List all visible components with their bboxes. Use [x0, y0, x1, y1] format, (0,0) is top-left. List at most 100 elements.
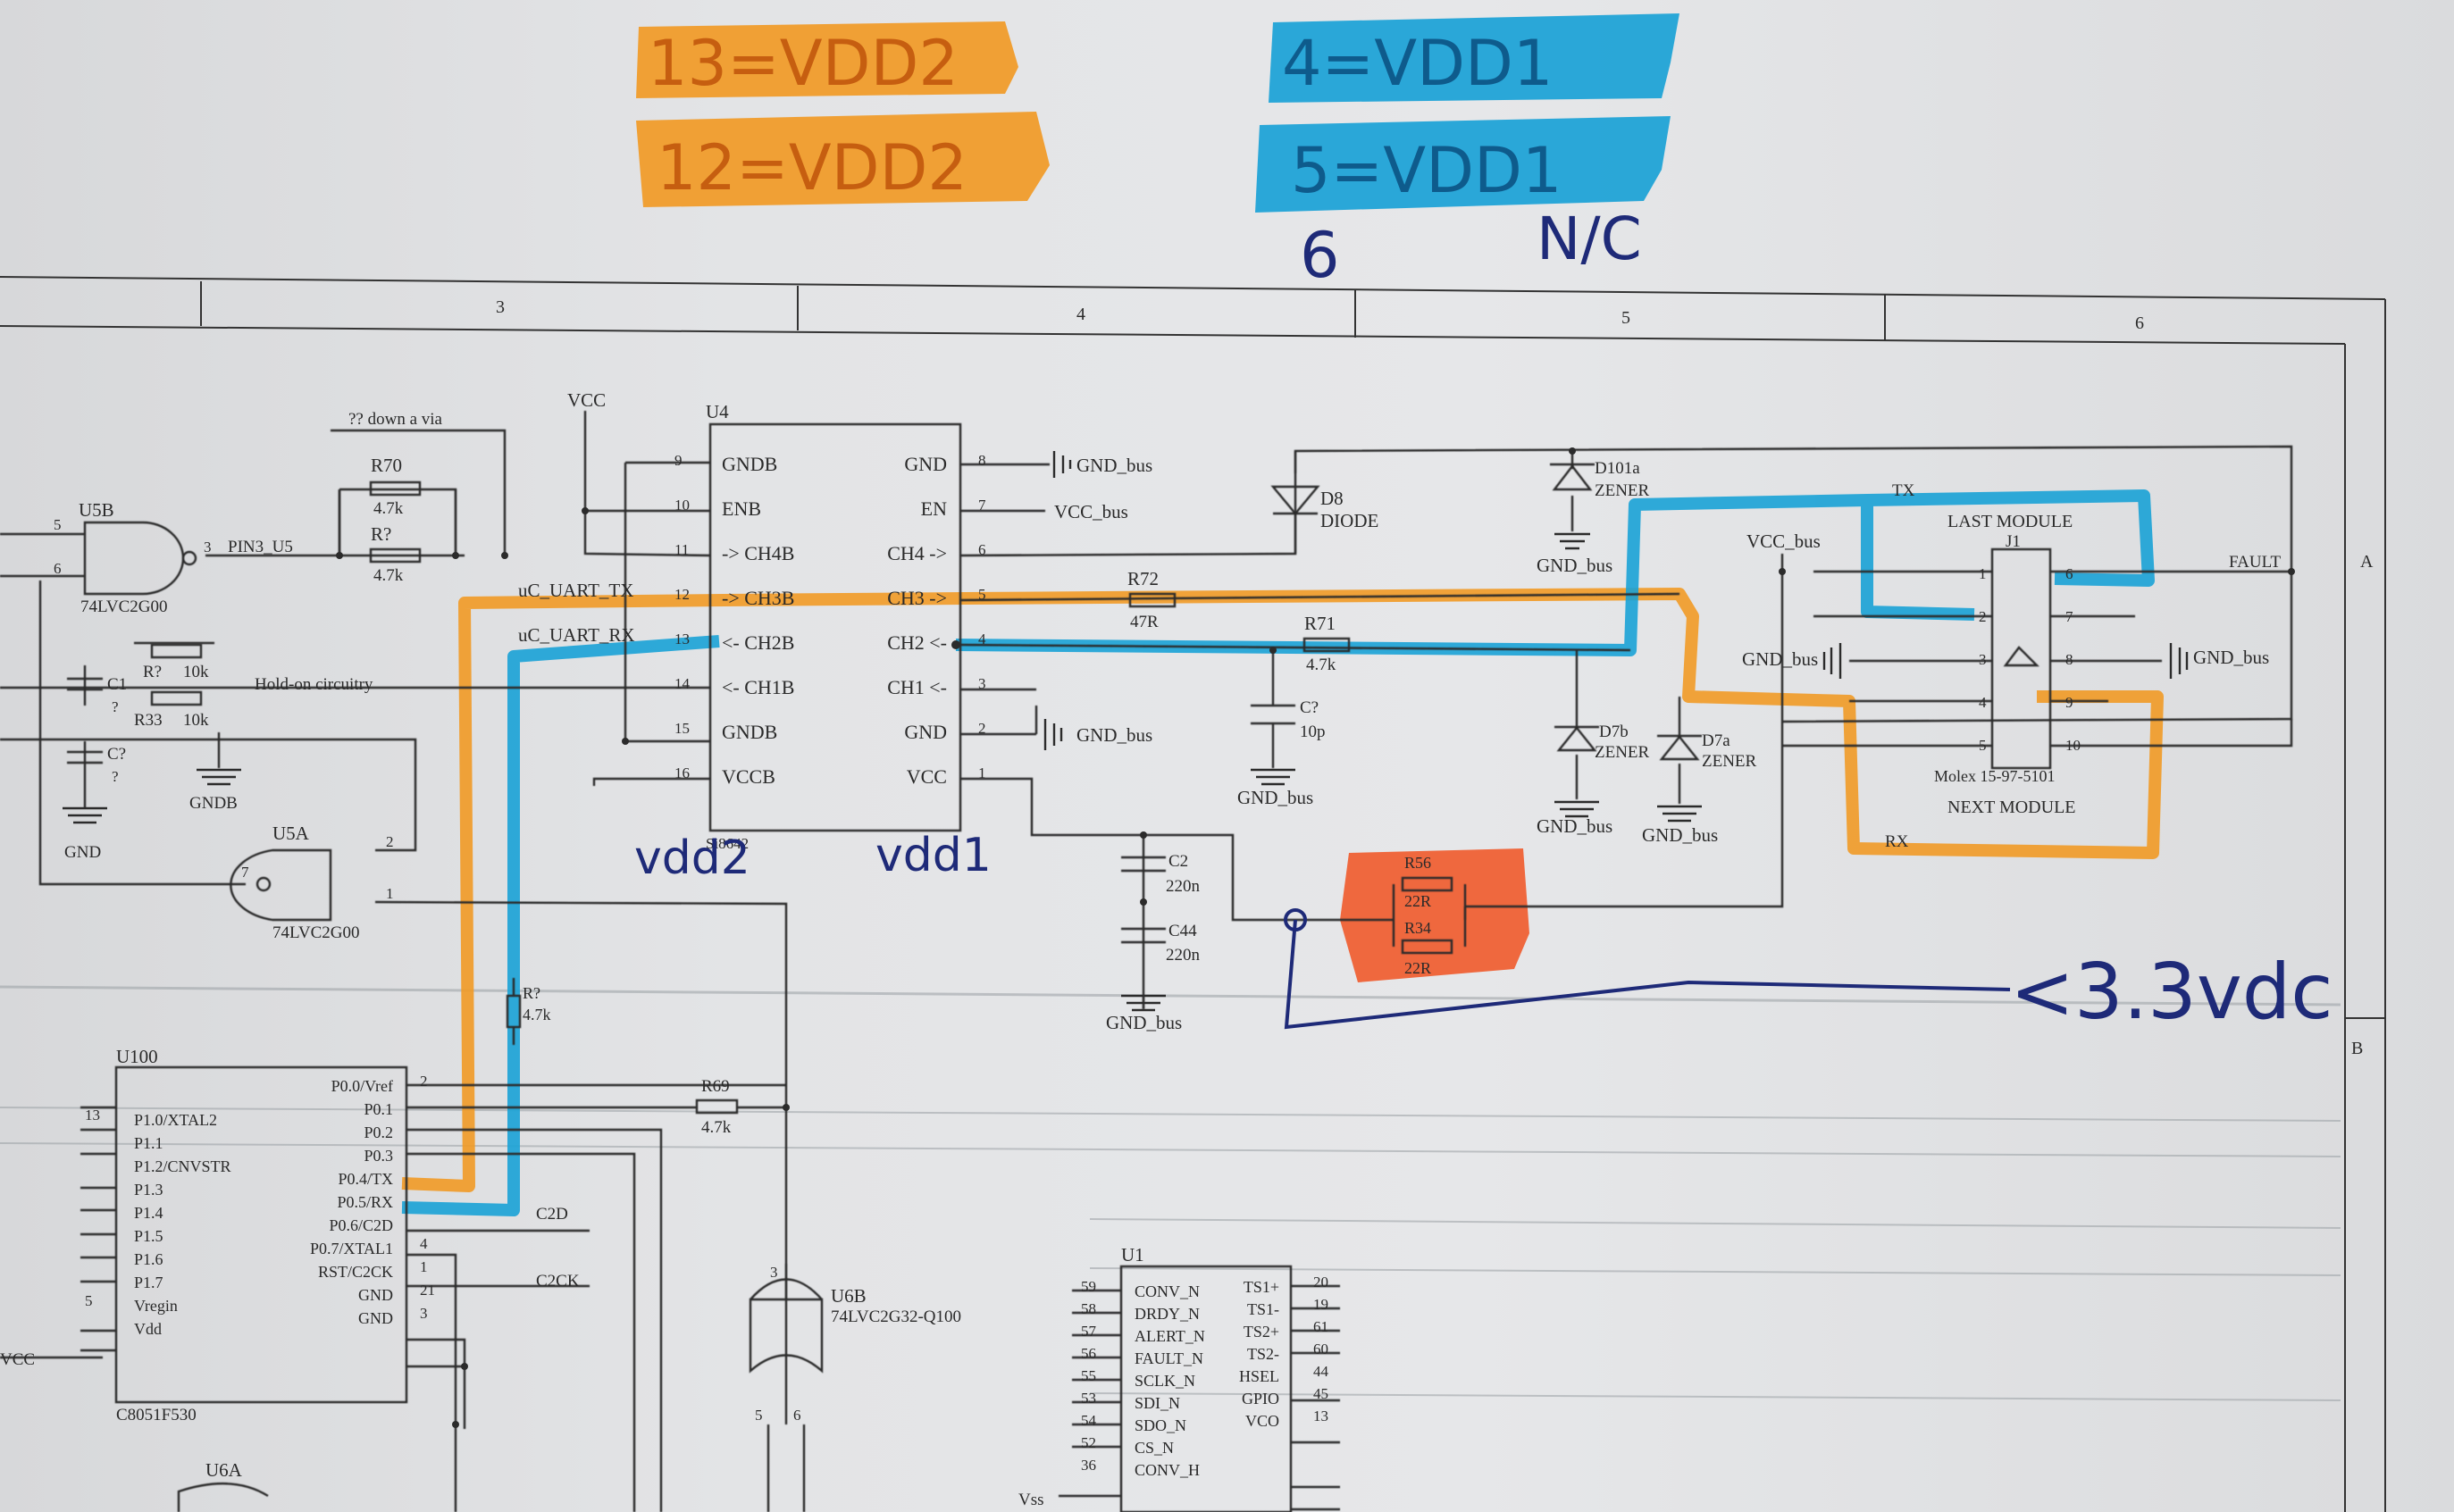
u100-body — [114, 1065, 408, 1404]
component-bodies — [67, 422, 2052, 1512]
u100-left-pins: P1.0/XTAL213P1.1P1.2/CNVSTRP1.3P1.4P1.5P… — [85, 1107, 231, 1338]
d7b-body — [1554, 725, 1599, 752]
junction-dots — [336, 447, 2295, 1428]
u5b-bubble — [181, 550, 197, 566]
d101a-ref: D101a — [1595, 459, 1640, 478]
u4-left-pin-number: 16 — [674, 764, 690, 781]
gnd-bus-label-6: GND_bus — [1642, 824, 1718, 846]
j1-right-pin-number: 6 — [2065, 565, 2073, 582]
j1-rx-label: RX — [1885, 832, 1909, 851]
u4-left-pin-number: 10 — [674, 497, 690, 514]
frame-col-6: 6 — [2135, 313, 2144, 333]
d8-ref: D8 — [1320, 488, 1344, 509]
u100-left-pin-name: P1.7 — [134, 1274, 163, 1291]
schematic-wires — [0, 411, 2293, 1512]
orange-trace-uart-tx — [401, 588, 2164, 1192]
u4-left-pin-name: -> CH4B — [722, 542, 794, 564]
r69-ref: R69 — [701, 1077, 730, 1096]
u6b-part: 74LVC2G32-Q100 — [831, 1307, 961, 1326]
u1-right-pin-name: TS1+ — [1244, 1278, 1279, 1296]
gnd-bus-label-1: GND_bus — [1076, 455, 1152, 476]
u1-right-pin-number: 45 — [1313, 1385, 1328, 1402]
u100-right-pin-name: GND — [358, 1286, 393, 1304]
u1-left-pin-number: 52 — [1081, 1434, 1096, 1451]
u4-left-pin-name: <- CH2B — [722, 631, 794, 654]
blue-note-highlights — [1255, 13, 1679, 213]
gnd-bus-label-5: GND_bus — [1537, 815, 1612, 837]
r-q1-ref: R? — [371, 523, 391, 545]
u4-right-pin-name: GND — [904, 453, 947, 475]
j1-right-pin-number: 7 — [2065, 608, 2073, 625]
gnd-bus-label-9: GND_bus — [1106, 1012, 1182, 1033]
u1-left-pin-number: 58 — [1081, 1300, 1096, 1317]
c-q1-ref: C? — [107, 745, 126, 764]
r69-body — [695, 1098, 739, 1115]
u1-right-pin-name: HSEL — [1239, 1367, 1279, 1385]
u100-left-pin-name: P1.2/CNVSTR — [134, 1157, 231, 1175]
pen-annotations: vdd2 vdd1 <3.3vdc — [634, 829, 2333, 1037]
note-4-vdd1: 4=VDD1 — [1282, 27, 1553, 100]
j1-part: Molex 15-97-5101 — [1934, 767, 2055, 785]
u4-right-pin-number: 7 — [978, 497, 986, 514]
c44-ref: C44 — [1168, 922, 1197, 940]
vcc-bus-label-1: VCC_bus — [1054, 501, 1128, 522]
u100-right-pin-name: GND — [358, 1309, 393, 1327]
r-q2-body — [150, 643, 203, 659]
u1-right-pin-name: TS2+ — [1244, 1323, 1279, 1341]
u4-body — [708, 422, 962, 832]
r70-body — [369, 480, 422, 497]
j1-left-pin-number: 2 — [1979, 608, 1987, 625]
u1-left-pin-number: 54 — [1081, 1412, 1097, 1429]
u6b-ref: U6B — [831, 1285, 867, 1307]
u6a-ref: U6A — [205, 1459, 243, 1481]
r-q1-body — [369, 547, 422, 564]
u1-right-pin-number: 19 — [1313, 1296, 1328, 1313]
d8-body — [1270, 485, 1320, 515]
u1-left-pin-name: CONV_N — [1135, 1282, 1200, 1300]
u1-right-pin-number: 20 — [1313, 1274, 1328, 1291]
u4-left-pin-name: GNDB — [722, 453, 777, 475]
j1-pin1-marker — [2003, 646, 2039, 667]
u5b-pin-a: 5 — [54, 516, 62, 533]
r72-body — [1128, 592, 1177, 608]
r33-ref: R33 — [134, 711, 163, 730]
uc-uart-rx-label: uC_UART_RX — [518, 624, 635, 646]
u5a-pin-b: 1 — [386, 885, 394, 902]
u4-right-pin-name: CH1 <- — [887, 676, 947, 698]
u4-right-pin-number: 5 — [978, 586, 986, 603]
u5b-part: 74LVC2G00 — [80, 597, 167, 616]
u4-right-pin-number: 2 — [978, 720, 986, 737]
u100-right-pin-name: P0.2 — [364, 1124, 393, 1141]
drawing-frame — [0, 276, 2386, 1512]
r-q2-value: 10k — [183, 663, 209, 681]
scan-streaks — [0, 985, 2341, 1401]
u4-left-pin-name: VCCB — [722, 765, 775, 788]
vcc-top-label: VCC — [567, 389, 606, 411]
r34-value: 22R — [1404, 959, 1431, 977]
u5a-pin-a: 2 — [386, 833, 394, 850]
u4-left-pin-number: 9 — [674, 452, 683, 469]
r56-value: 22R — [1404, 892, 1431, 910]
r70-value: 4.7k — [373, 499, 404, 518]
u100-right-pin-name: P0.6/C2D — [329, 1216, 393, 1234]
gndb-label: GNDB — [189, 794, 238, 813]
gnd-bus-label-2: GND_bus — [1076, 724, 1152, 746]
u4-right-pin-number: 4 — [978, 631, 986, 647]
c2d-label: C2D — [536, 1205, 568, 1224]
u4-left-pin-number: 14 — [674, 675, 691, 692]
u100-left-pin-name: Vregin — [134, 1297, 178, 1315]
c-q1-body — [67, 750, 103, 764]
u4-right-pin-name: VCC — [907, 765, 947, 788]
u100-left-pin-name: P1.0/XTAL2 — [134, 1111, 217, 1129]
u1-left-pin-name: CONV_H — [1135, 1461, 1200, 1479]
r69-value: 4.7k — [701, 1118, 732, 1137]
pin3-u5-label: PIN3_U5 — [228, 538, 293, 556]
j1-top-label: LAST MODULE — [1947, 512, 2073, 531]
u100-ref: U100 — [116, 1046, 158, 1067]
u100-left-pin-number: 5 — [85, 1292, 93, 1309]
u5b-ref: U5B — [79, 499, 114, 521]
